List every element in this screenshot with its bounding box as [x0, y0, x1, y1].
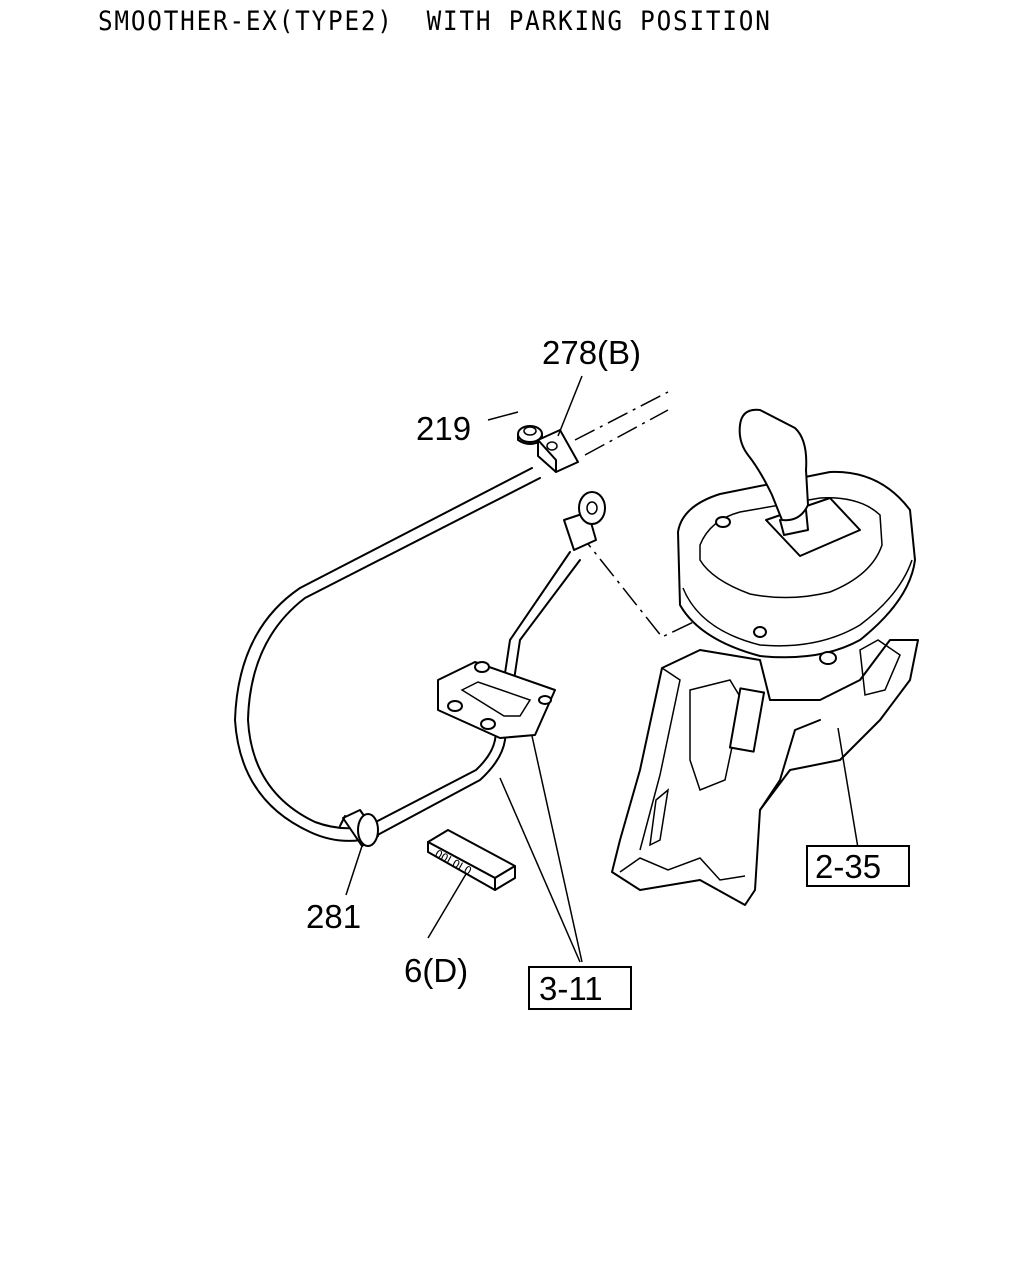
plug-6d: OOLOLO	[427, 829, 516, 891]
callout-219: 219	[416, 410, 471, 447]
callout-6d: 6(D)	[404, 952, 468, 989]
parking-cable	[234, 467, 541, 842]
floor-bracket	[437, 661, 556, 739]
leader-lines	[345, 375, 859, 963]
clip-281	[339, 809, 379, 847]
bracket-278	[537, 429, 579, 473]
callout-2-35: 2-35	[815, 848, 881, 885]
callout-3-11: 3-11	[539, 970, 603, 1007]
callout-box-2-35: 2-35	[806, 845, 910, 887]
callout-278b: 278(B)	[542, 334, 641, 371]
callout-281: 281	[306, 898, 361, 935]
diagram-title: SMOOTHER-EX(TYPE2) WITH PARKING POSITION	[98, 6, 772, 37]
callout-box-3-11: 3-11	[528, 966, 632, 1010]
shift-lever-assembly	[611, 408, 919, 906]
